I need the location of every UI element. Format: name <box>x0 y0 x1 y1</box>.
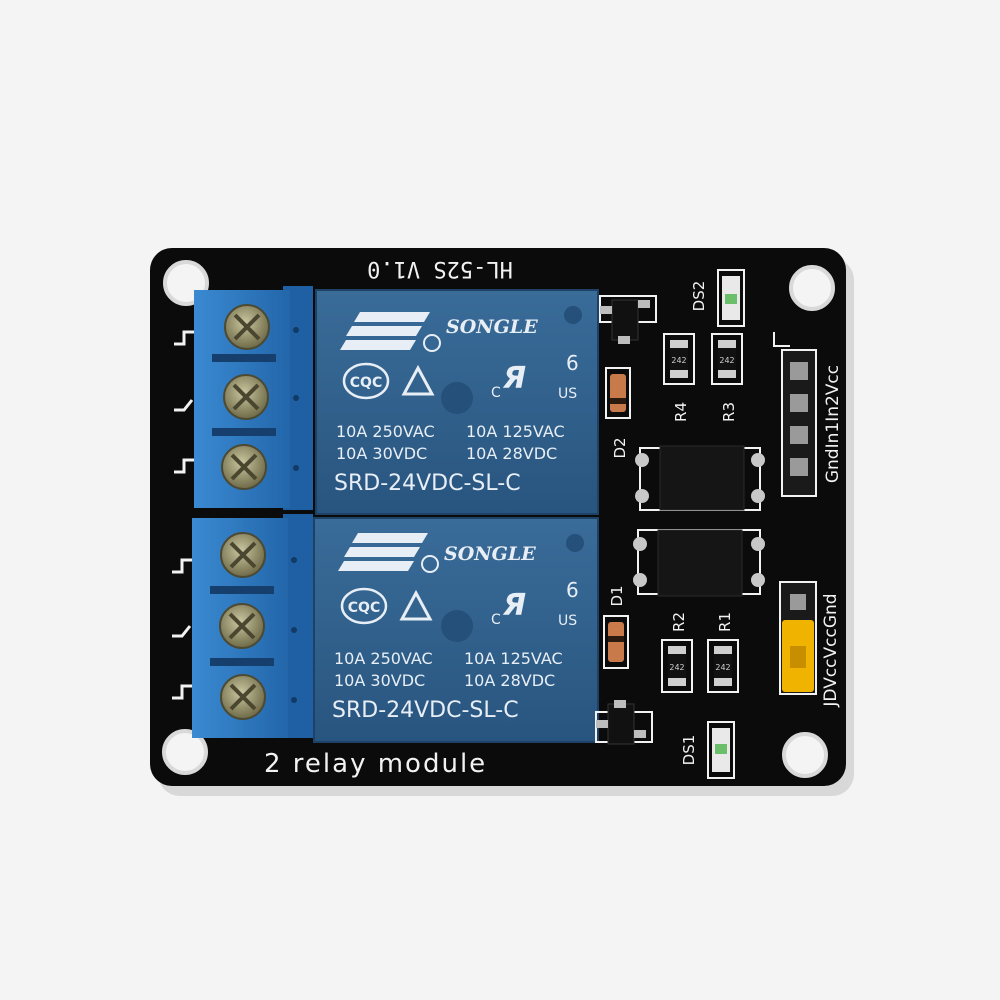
label-r3: R3 <box>720 402 738 422</box>
label-r1: R1 <box>716 612 734 632</box>
label-ds1: DS1 <box>680 735 698 766</box>
cert-us: US <box>558 613 577 629</box>
terminal-screw[interactable] <box>221 444 267 490</box>
cert-left: CQC <box>350 375 382 391</box>
cert-c: C <box>491 612 501 628</box>
input-pin-header[interactable] <box>781 349 817 497</box>
contact-symbol <box>172 558 192 574</box>
contact-symbol <box>172 625 192 638</box>
label-d2: D2 <box>611 437 629 458</box>
label-ds2: DS2 <box>690 281 708 312</box>
relay-part-number: SRD-24VDC-SL-C <box>334 471 521 496</box>
resistor-r4: 242 <box>663 333 695 385</box>
resistor-r1: 242 <box>707 639 739 693</box>
cert-us: US <box>558 386 577 402</box>
board-model-label: HL-52S V1.0 <box>367 256 513 281</box>
resistor-code: 242 <box>671 356 686 365</box>
diode-d1 <box>603 615 629 669</box>
terminal-screw[interactable] <box>220 674 266 720</box>
warning-triangle-icon <box>399 589 433 621</box>
transistor-top <box>599 295 657 344</box>
mounting-holes <box>162 260 835 778</box>
terminal-divider <box>210 658 274 666</box>
contact-symbol <box>172 684 192 700</box>
terminal-screw[interactable] <box>223 374 269 420</box>
relay-rating: 10A 30VDC <box>334 671 425 690</box>
resistor-r3: 242 <box>711 333 743 385</box>
cert-c: C <box>491 385 501 401</box>
led-ds1 <box>707 721 735 779</box>
songle-logo-icon <box>338 533 428 571</box>
power-header-label: JDVccVccGnd <box>821 593 841 707</box>
relay-rating: 10A 250VAC <box>334 649 433 668</box>
terminal-divider <box>212 354 276 362</box>
resistor-code: 242 <box>715 663 730 672</box>
terminal-divider <box>212 428 276 436</box>
relay-top: SONGLE CQC C Я US 6 10A 250VAC 10A 125VA… <box>315 289 599 515</box>
relay-vent-hole <box>441 610 473 642</box>
relay-brand: SONGLE <box>444 543 536 565</box>
songle-logo-icon <box>340 312 430 350</box>
contact-symbol <box>174 330 194 346</box>
board-title: 2 relay module <box>264 749 487 779</box>
terminal-screw[interactable] <box>219 603 265 649</box>
power-pin-header[interactable] <box>779 581 817 695</box>
relay-rating: 10A 28VDC <box>466 444 557 463</box>
resistor-r2: 242 <box>661 639 693 693</box>
terminal-block-top <box>194 286 313 510</box>
label-r4: R4 <box>672 402 690 422</box>
relay-brand: SONGLE <box>446 316 538 338</box>
contact-symbol <box>174 458 194 474</box>
warning-triangle-icon <box>401 364 435 396</box>
terminal-block-bottom <box>192 514 313 738</box>
relay-rating: 10A 125VAC <box>464 649 563 668</box>
cqc-mark-icon <box>340 587 388 625</box>
terminal-screw[interactable] <box>224 304 270 350</box>
relay-part-number: SRD-24VDC-SL-C <box>332 698 519 723</box>
cert-left: CQC <box>348 600 380 616</box>
led-ds2 <box>717 269 745 327</box>
mounting-hole <box>782 732 828 778</box>
optocoupler-bottom <box>633 529 765 597</box>
relay-rating: 10A 30VDC <box>336 444 427 463</box>
mounting-hole <box>789 265 835 311</box>
relay-bottom: SONGLE CQC C Я US 6 10A 250VAC 10A 125VA… <box>313 517 599 743</box>
relay-vent-hole <box>566 534 584 552</box>
relay-rating: 10A 28VDC <box>464 671 555 690</box>
resistor-code: 242 <box>669 663 684 672</box>
mounting-hole <box>162 729 208 775</box>
ul-mark-icon: Я <box>502 361 526 396</box>
label-r2: R2 <box>670 612 688 632</box>
terminal-screw[interactable] <box>220 532 266 578</box>
relay-vent-hole <box>564 306 582 324</box>
contact-symbols <box>172 330 194 700</box>
label-d1: D1 <box>608 585 626 606</box>
relay-pin-count: 6 <box>566 351 579 375</box>
relay-rating: 10A 125VAC <box>466 422 565 441</box>
input-header-label: GndIn1In2Vcc <box>823 365 843 483</box>
relay-rating: 10A 250VAC <box>336 422 435 441</box>
optocoupler-top <box>635 445 765 511</box>
relay-vent-hole <box>441 382 473 414</box>
resistor-code: 242 <box>719 356 734 365</box>
diode-d2 <box>605 367 631 419</box>
cqc-mark-icon <box>342 362 390 400</box>
transistor-bottom <box>595 700 653 745</box>
terminal-divider <box>210 586 274 594</box>
ul-mark-icon: Я <box>502 588 526 623</box>
relay-pin-count: 6 <box>566 578 579 602</box>
contact-symbol <box>174 399 194 412</box>
